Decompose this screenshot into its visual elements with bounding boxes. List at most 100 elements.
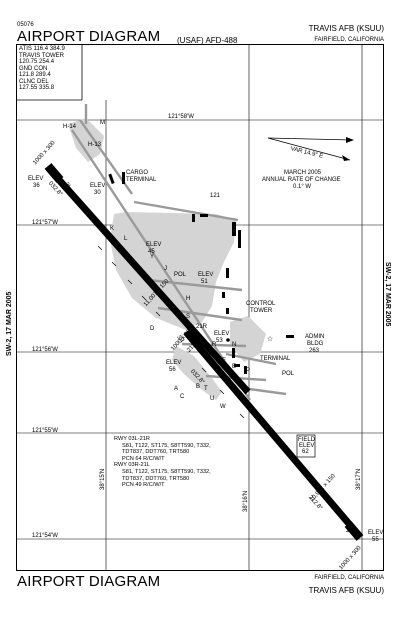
label-elev-53-val: 53	[216, 338, 223, 344]
rwy2-line2: TDT837, DDT760, TRT580	[122, 475, 190, 482]
taxiway-f: F	[222, 358, 226, 364]
freq-clearance-label: CLNC DEL	[19, 78, 49, 85]
label-cargo-1: CARGO	[126, 170, 149, 176]
side-label-right: SW-2, 17 MAR 2005	[384, 262, 391, 327]
airport-diagram: ☆	[16, 44, 384, 571]
apron-areas	[68, 118, 266, 400]
label-control-tower-2: TOWER	[250, 308, 273, 314]
label-rwy-21l: 21L	[346, 528, 357, 534]
field-elev-box	[296, 434, 316, 458]
page-title: AIRPORT DIAGRAM	[17, 28, 161, 45]
label-h14: H-14	[63, 124, 77, 130]
taxiway-s: S	[186, 314, 191, 320]
footer-airport: TRAVIS AFB (KSUU)	[308, 586, 384, 595]
beacon-star-icon: ☆	[267, 335, 273, 343]
freq-tower-label: TRAVIS TOWER	[19, 52, 65, 59]
coord-left-long-4: 121°54'W	[32, 533, 58, 539]
taxiway-p: P	[246, 368, 251, 374]
label-pol-1: POL	[174, 272, 187, 278]
taxiway-d: D	[150, 326, 155, 332]
freq-ground: 121.8 289.4	[19, 72, 51, 78]
label-field-elev-3: 62	[302, 449, 309, 455]
usaf-label: (USAF) AFD-488	[177, 36, 238, 45]
coord-top-long: 121°58'W	[168, 114, 194, 120]
rwy2-line1: S81, T122, ST175, S8TT590, T332,	[122, 468, 211, 475]
taxiway-n: N	[232, 342, 237, 348]
label-elev-56: ELEV	[166, 360, 182, 366]
label-admin-1: ADMIN	[305, 334, 325, 340]
label-terminal: TERMINAL	[260, 356, 291, 362]
freq-atis: ATIS 116.4 384.9	[19, 46, 65, 52]
rwy1-line2: TDT837, DDT760, TRT580	[122, 449, 190, 456]
footer-title: AIRPORT DIAGRAM	[17, 573, 161, 590]
label-pol-2: POL	[282, 371, 295, 377]
label-field-elev-1: FIELD	[298, 437, 316, 443]
runway-03l-21r	[49, 169, 251, 395]
freq-clearance: 127.55 335.8	[19, 85, 55, 91]
runway-21l-overrun	[344, 521, 364, 541]
runway-03r-21l	[183, 329, 359, 535]
taxiway-r: R	[212, 342, 217, 348]
magnetic-variation-arrow	[267, 137, 354, 161]
label-elev-36-val: 36	[33, 183, 40, 189]
variation-rate-label: ANNUAL RATE OF CHANGE	[262, 177, 341, 183]
label-bldg-121: 121	[210, 193, 221, 199]
taxiway-c: C	[180, 394, 185, 400]
coord-lat-mid: 38°16'N	[243, 490, 249, 512]
buildings	[108, 172, 294, 374]
label-elev-30-val: 30	[94, 190, 101, 196]
side-label-left: SW-2, 17 MAR 2005	[6, 291, 13, 356]
coord-left-long-1: 121°57'W	[32, 220, 58, 226]
label-control-tower-1: CONTROL	[246, 301, 276, 307]
coord-lat-left: 38°15'N	[100, 468, 106, 490]
taxiway-a: A	[174, 386, 179, 392]
coord-left-long-3: 121°55'W	[32, 428, 58, 434]
airport-name-header: TRAVIS AFB (KSUU)	[308, 24, 384, 33]
hold-markings	[97, 245, 245, 419]
label-elev-45: ELEV	[146, 242, 162, 248]
rwy1-title: RWY 03L-21R	[114, 436, 150, 442]
taxiway-k: K	[110, 226, 115, 232]
label-cargo-2: TERMINAL	[126, 177, 157, 183]
freq-ground-label: GND CON	[19, 65, 48, 72]
taxiway-w: W	[220, 404, 226, 410]
variation-date: MARCH 2005	[284, 170, 322, 176]
runway-info: RWY 03L-21R S81, T122, ST175, S8TT590, T…	[114, 436, 211, 489]
frequency-list: ATIS 116.4 384.9 TRAVIS TOWER 120.75 254…	[19, 46, 65, 92]
label-elev-45-val: 45	[148, 249, 155, 255]
taxiway-h: H	[186, 296, 191, 302]
rwy2-line3: PCN 49 R/C/W/T	[122, 482, 165, 489]
freq-tower: 120.75 254.4	[19, 59, 55, 65]
tower-marker	[226, 338, 230, 342]
label-elev-55: ELEV	[368, 530, 384, 536]
rwy1-line3: PCN 64 R/C/W/T	[122, 455, 165, 462]
label-elev-30: ELEV	[90, 183, 106, 189]
taxiway-y: Y	[150, 254, 155, 260]
taxiway-u: U	[210, 396, 215, 402]
taxiway-g: G	[206, 352, 211, 358]
procedure-number: 05076	[17, 22, 34, 28]
label-elev-56-val: 56	[169, 367, 176, 373]
location-header: FAIRFIELD, CALIFORNIA	[314, 37, 384, 43]
taxiway-m: M	[100, 120, 105, 126]
label-elev-55-val: 55	[372, 537, 379, 543]
runway-03l-overrun	[44, 163, 64, 183]
taxiway-b: B	[196, 384, 201, 390]
coord-lat-right: 38°17'N	[356, 468, 362, 490]
label-elev-51-val: 51	[201, 279, 208, 285]
label-admin-3: 263	[309, 348, 320, 354]
rwy2-title: RWY 03R-21L	[114, 462, 150, 469]
label-elev-53: ELEV	[214, 331, 230, 337]
diagram-frame	[16, 44, 384, 571]
label-admin-2: BLDG	[307, 341, 324, 347]
taxiway-j: J	[164, 266, 167, 272]
label-elev-36: ELEV	[28, 176, 44, 182]
taxiway-l: L	[124, 236, 128, 242]
footer-location: FAIRFIELD, CALIFORNIA	[314, 575, 384, 581]
label-elev-51: ELEV	[198, 272, 214, 278]
label-h13: H-13	[88, 142, 102, 148]
rwy1-line1: S81, T122, ST175, S8TT590, T332,	[122, 442, 211, 449]
taxiway-e: E	[232, 364, 237, 370]
taxiway-t: T	[204, 386, 208, 392]
label-field-elev-2: ELEV	[299, 443, 315, 449]
